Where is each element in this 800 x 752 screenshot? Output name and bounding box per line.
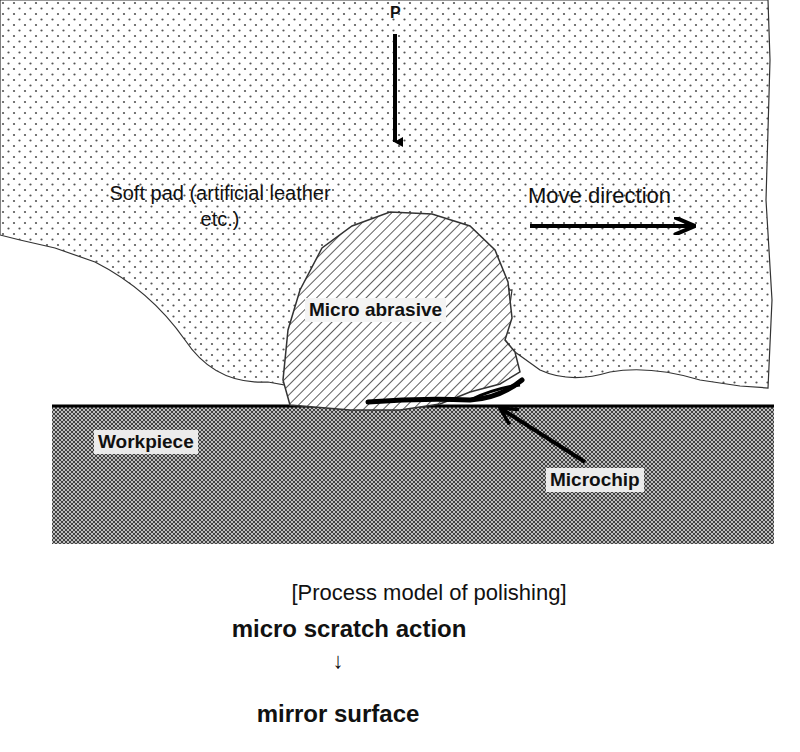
- caption-line: [Process model of polishing]: [291, 580, 566, 605]
- caption-arrow: ↓: [333, 648, 344, 673]
- region-node: Micro abrasive: [283, 212, 515, 410]
- workpiece-block: [52, 406, 774, 544]
- load-label: P: [390, 4, 401, 22]
- direction-label: Move direction: [528, 183, 671, 208]
- workpiece-label: Workpiece: [94, 430, 198, 454]
- caption-line: micro scratch action: [232, 615, 467, 643]
- load-arrow: [393, 34, 397, 142]
- microchip-leader: [500, 408, 585, 462]
- abrasive-label: Micro abrasive: [305, 298, 446, 322]
- microchip-curl: [368, 380, 522, 402]
- part-label: Microchip: [546, 468, 644, 492]
- caption-line: mirror surface: [257, 700, 420, 728]
- region-node: Soft pad (artificial leather etc.) Move d…: [0, 0, 770, 390]
- region-node: Workpiece: [52, 406, 774, 544]
- move-arrow: [530, 224, 694, 228]
- pad-label: Soft pad (artificial leather etc.): [105, 180, 335, 232]
- abrasive-grain: [283, 212, 520, 410]
